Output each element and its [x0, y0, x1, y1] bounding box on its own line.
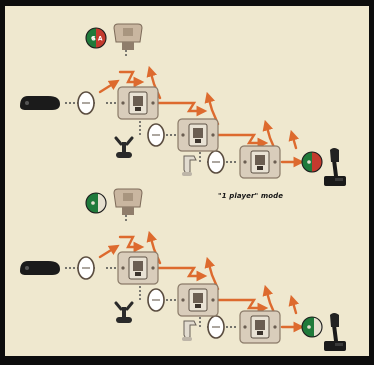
- adapter-box-icon: [113, 188, 143, 215]
- signal-arrow: [288, 129, 299, 150]
- multitap-hub: [117, 251, 159, 285]
- adapter-box-icon: [113, 23, 143, 50]
- multitap-hub: [239, 310, 281, 344]
- connector-plug-icon: [301, 316, 323, 338]
- multitap-hub: [117, 86, 159, 120]
- signal-arrow: [156, 101, 208, 117]
- multitap-hub: [239, 145, 281, 179]
- connector-plug-icon: [301, 151, 323, 173]
- multitap-hub: [177, 118, 219, 152]
- port-icon: [77, 91, 95, 115]
- one-player-mode-caption: "1 player" mode: [218, 192, 284, 200]
- connector-plug-icon: [85, 192, 107, 214]
- signal-arrow: [98, 79, 120, 94]
- multitap-hub: [177, 283, 219, 317]
- joystick-icon: [324, 148, 346, 186]
- port-icon: [207, 315, 225, 339]
- signal-arrow: [216, 298, 269, 314]
- light-gun-icon: [182, 155, 197, 176]
- gamepad-icon: [20, 96, 60, 110]
- port-icon: [207, 150, 225, 174]
- signal-arrow: [288, 294, 299, 315]
- gamepad-icon: [20, 261, 60, 275]
- top-diagram: S A: [20, 23, 346, 186]
- signal-arrow: [156, 266, 208, 282]
- svg-text:S A: S A: [92, 36, 103, 43]
- port-icon: [147, 123, 165, 147]
- connector-plug-icon: S A: [85, 27, 107, 49]
- joystick-icon: [324, 313, 346, 351]
- bottom-diagram: [20, 188, 346, 351]
- port-icon: [77, 256, 95, 280]
- signal-arrow: [118, 70, 145, 88]
- signal-arrow: [216, 133, 269, 149]
- signal-arrow: [98, 244, 120, 259]
- light-gun-icon: [182, 320, 197, 341]
- port-icon: [147, 288, 165, 312]
- flight-stick-icon: [114, 301, 134, 323]
- flight-stick-icon: [114, 136, 134, 158]
- signal-arrow: [118, 235, 145, 253]
